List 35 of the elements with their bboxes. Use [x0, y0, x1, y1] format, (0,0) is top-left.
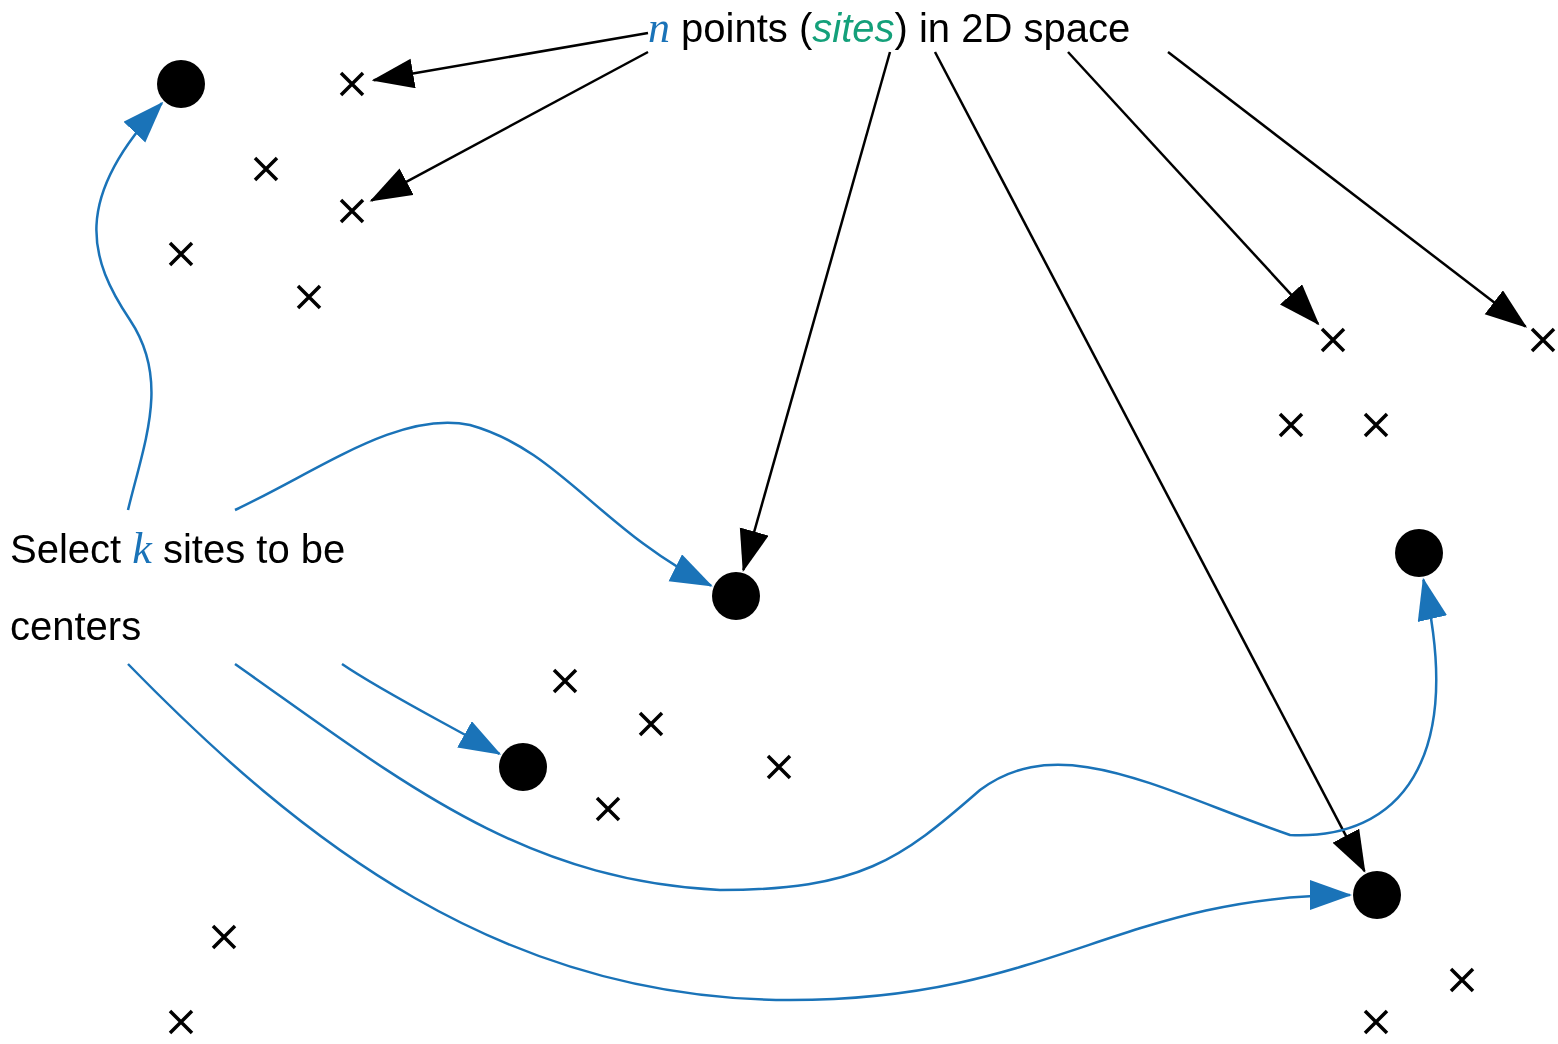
cross-mark — [339, 71, 365, 97]
arrow — [95, 101, 164, 511]
arrow — [234, 577, 1446, 892]
text-label: Select k sites to be centers — [10, 527, 346, 648]
cross-mark — [766, 754, 792, 780]
cross-mark — [1449, 967, 1475, 993]
filled-dot — [712, 572, 760, 620]
filled-dot — [1395, 529, 1443, 577]
arrow — [1167, 51, 1528, 328]
arrow — [933, 51, 1366, 873]
arrow — [739, 51, 892, 572]
filled-dot — [499, 743, 547, 791]
cross-mark — [638, 711, 664, 737]
arrow — [371, 31, 649, 89]
cross-mark — [595, 796, 621, 822]
cross-mark — [253, 156, 279, 182]
arrow — [127, 663, 1352, 1002]
arrow — [1067, 51, 1320, 326]
arrow — [234, 421, 713, 587]
text-label: n points (sites) in 2D space — [648, 6, 1131, 50]
cross-mark — [168, 241, 194, 267]
arrow — [369, 50, 649, 202]
cross-mark — [1278, 412, 1304, 438]
cross-mark — [339, 198, 365, 224]
cross-mark — [1530, 327, 1556, 353]
cross-mark — [1363, 1009, 1389, 1035]
arrow — [341, 662, 502, 755]
cross-mark — [168, 1009, 194, 1035]
cross-mark — [1363, 412, 1389, 438]
filled-dot — [1353, 871, 1401, 919]
cross-mark — [211, 924, 237, 950]
cross-mark — [552, 668, 578, 694]
cross-mark — [1320, 327, 1346, 353]
filled-dot — [157, 60, 205, 108]
cross-mark — [296, 284, 322, 310]
